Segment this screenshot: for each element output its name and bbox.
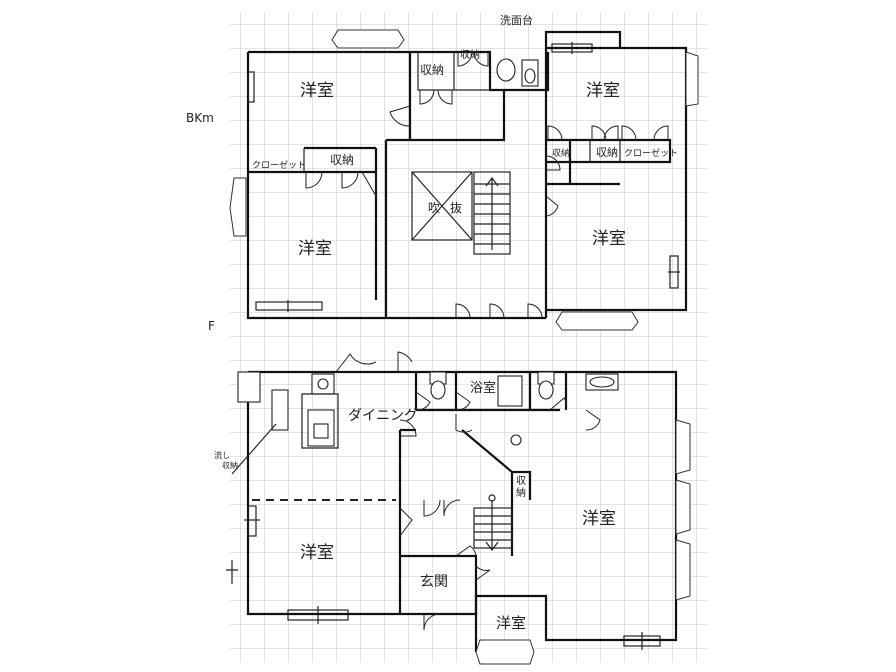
grid-paper (230, 12, 708, 662)
upper-ne-room-label: 洋室 (586, 81, 620, 101)
upper-storage-4-label: 収納 (596, 146, 618, 159)
lower-storage-label-1: 収 (516, 475, 526, 487)
upper-storage-1-label: 収納 (420, 63, 444, 77)
upper-west-room-label: 洋室 (298, 239, 332, 259)
upper-washbasin-label: 洗面台 (500, 13, 533, 27)
upper-closet-east-label: クローゼット (624, 147, 678, 159)
upper-floor (229, 29, 699, 331)
upper-storage-3-label: 収納 (330, 153, 354, 167)
upper-nw-room-label: 洋室 (300, 81, 334, 101)
upper-closet-west-label: クローゼット (252, 159, 306, 171)
upper-void-label-1: 吹 (428, 201, 440, 215)
lower-floor (226, 351, 691, 665)
upper-storage-5-label: 収納 (552, 147, 570, 159)
upper-floor-side-note: BKm (186, 111, 214, 125)
lower-floor-side-note: F (208, 319, 215, 333)
lower-east-room-label: 洋室 (582, 509, 616, 529)
lower-storage-label-2: 納 (516, 486, 526, 499)
upper-storage-2-label: 収納 (460, 48, 480, 61)
lower-south-room-label: 洋室 (496, 614, 526, 632)
lower-west-room-label: 洋室 (300, 543, 334, 563)
lower-dining-label: ダイニング (348, 408, 418, 424)
lower-kitchen-note-1: 流し (214, 450, 230, 460)
lower-entrance-label: 玄関 (420, 573, 448, 590)
upper-east-room-label: 洋室 (592, 229, 626, 249)
upper-void-label-2: 抜 (450, 201, 462, 215)
lower-bath-label: 浴室 (470, 380, 496, 396)
lower-kitchen-note-2: 収納 (222, 460, 238, 470)
